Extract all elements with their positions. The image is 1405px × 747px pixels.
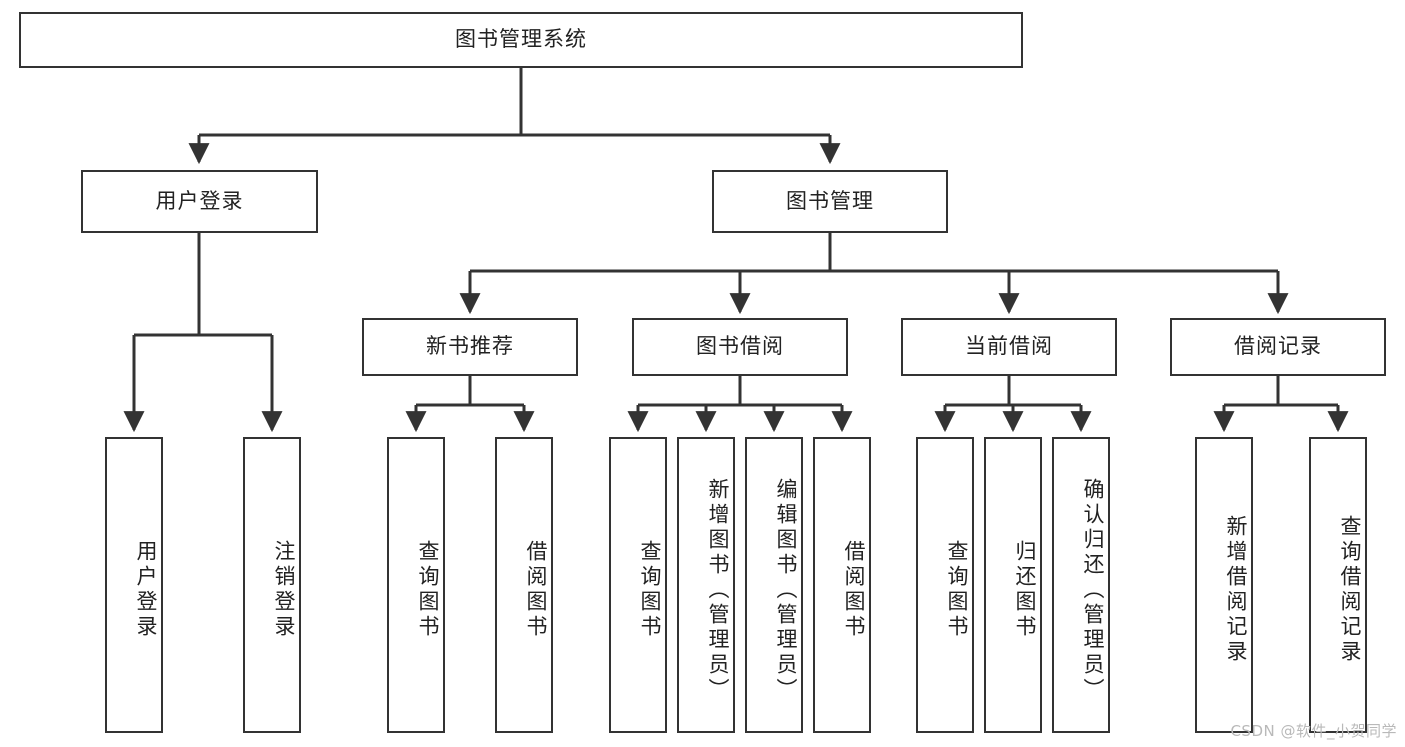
node-label: 新增图书（管理员） [706,477,730,703]
node-book-management[interactable]: 图书管理 [712,170,948,233]
node-label: 图书管理系统 [455,27,587,52]
node-label: 新增借阅记录 [1224,515,1248,665]
node-label: 查询图书 [638,540,662,640]
leaf-edit-book[interactable]: 编辑图书（管理员） [745,437,803,733]
node-label: 查询图书 [416,540,440,640]
node-new-book-recommend[interactable]: 新书推荐 [362,318,578,376]
node-label: 借阅记录 [1234,334,1322,359]
leaf-logout-login[interactable]: 注销登录 [243,437,301,733]
leaf-add-record[interactable]: 新增借阅记录 [1195,437,1253,733]
node-label: 借阅图书 [842,540,866,640]
leaf-confirm-return[interactable]: 确认归还（管理员） [1052,437,1110,733]
leaf-borrow-book-2[interactable]: 借阅图书 [813,437,871,733]
node-book-borrow[interactable]: 图书借阅 [632,318,848,376]
node-label: 查询图书 [945,540,969,640]
node-label: 归还图书 [1013,540,1037,640]
leaf-user-login[interactable]: 用户登录 [105,437,163,733]
node-borrow-record[interactable]: 借阅记录 [1170,318,1386,376]
leaf-query-book-3[interactable]: 查询图书 [916,437,974,733]
leaf-borrow-book-1[interactable]: 借阅图书 [495,437,553,733]
node-label: 确认归还（管理员） [1081,477,1105,703]
node-label: 查询借阅记录 [1338,515,1362,665]
node-label: 借阅图书 [524,540,548,640]
node-user-login[interactable]: 用户登录 [81,170,318,233]
node-label: 图书借阅 [696,334,784,359]
leaf-add-book[interactable]: 新增图书（管理员） [677,437,735,733]
node-root-book-management-system[interactable]: 图书管理系统 [19,12,1023,68]
leaf-query-book-2[interactable]: 查询图书 [609,437,667,733]
watermark: CSDN @软件_小贺同学 [1230,722,1397,740]
node-label: 当前借阅 [965,334,1053,359]
node-current-borrow[interactable]: 当前借阅 [901,318,1117,376]
node-label: 注销登录 [272,540,296,640]
node-label: 图书管理 [786,188,874,213]
leaf-return-book[interactable]: 归还图书 [984,437,1042,733]
node-label: 编辑图书（管理员） [774,477,798,703]
leaf-query-record[interactable]: 查询借阅记录 [1309,437,1367,733]
node-label: 新书推荐 [426,334,514,359]
leaf-query-book-1[interactable]: 查询图书 [387,437,445,733]
node-label: 用户登录 [134,540,158,640]
node-label: 用户登录 [155,188,244,213]
